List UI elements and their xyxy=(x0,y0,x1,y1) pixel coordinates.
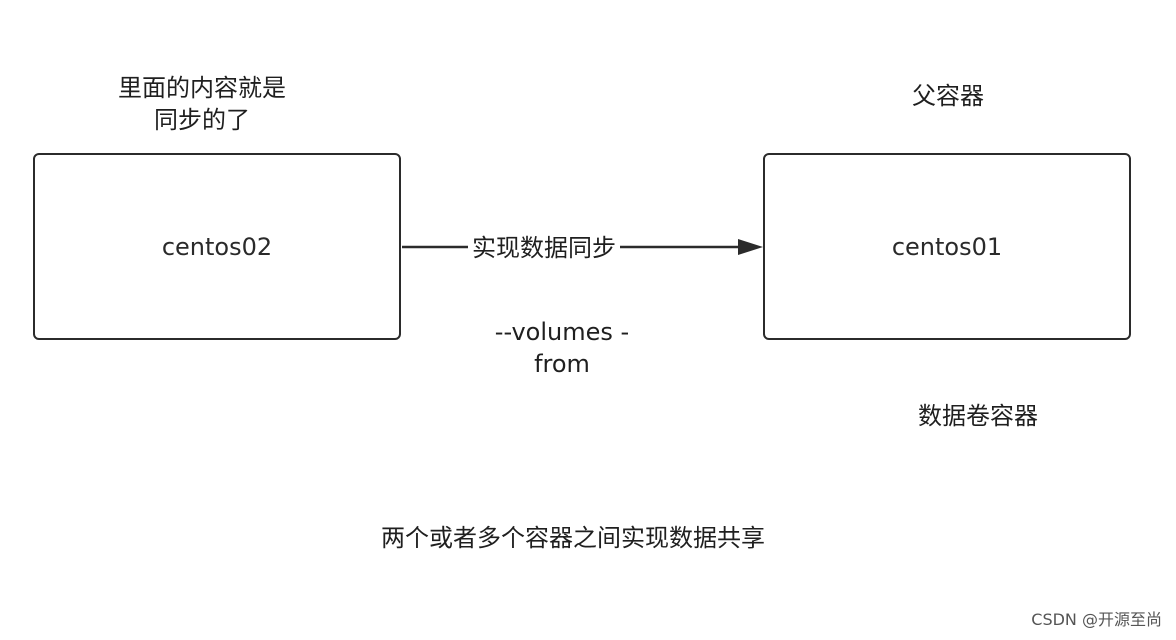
container-box-centos01: centos01 xyxy=(763,153,1131,340)
parent-container-note: 父容器 xyxy=(912,82,984,110)
volume-container-note: 数据卷容器 xyxy=(918,402,1038,430)
container-box-centos02: centos02 xyxy=(33,153,401,340)
container-label-centos02: centos02 xyxy=(161,232,273,261)
volumes-from-option: --volumes - from xyxy=(462,316,662,380)
volumes-from-line1: --volumes - xyxy=(494,318,630,346)
volumes-from-line2: from xyxy=(534,350,590,378)
left-note: 里面的内容就是 同步的了 xyxy=(100,72,304,136)
left-note-line1: 里面的内容就是 xyxy=(118,74,286,102)
left-note-line2: 同步的了 xyxy=(154,106,250,134)
container-label-centos01: centos01 xyxy=(891,232,1003,261)
sync-arrow-label: 实现数据同步 xyxy=(468,232,620,264)
csdn-watermark: CSDN @开源至尚 xyxy=(1031,610,1162,629)
sync-arrow-head xyxy=(738,239,763,255)
diagram-caption: 两个或者多个容器之间实现数据共享 xyxy=(381,524,765,552)
